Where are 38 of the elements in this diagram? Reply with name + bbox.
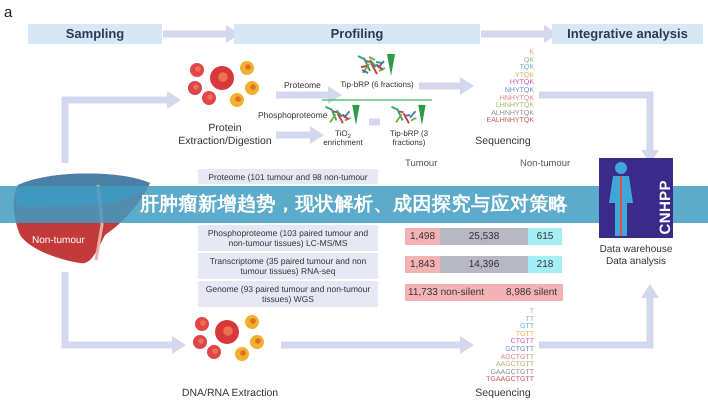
step-caption: Tip-bRP (6 fractions) — [340, 80, 414, 89]
flow-arrow — [62, 272, 186, 354]
flow-arrow — [539, 284, 659, 348]
count-label: 8,986 silent — [506, 286, 558, 299]
edge-label: Phosphoproteome — [256, 110, 330, 120]
edge-label: Proteome — [282, 80, 323, 90]
flow-arrow — [276, 126, 324, 144]
column-header: Tumour — [405, 157, 438, 171]
column-header: Non-tumour — [520, 157, 570, 171]
step-caption: Sequencing — [475, 387, 531, 400]
count-cell: 14,396 — [440, 256, 528, 273]
flow-arrow — [419, 77, 474, 95]
count-label: 11,733 non-silent — [408, 286, 484, 299]
stage-header-bar: Sampling — [28, 24, 162, 44]
dataset-box: Transcriptome (35 paired tumour and non tumour tissues) RNA-seq — [198, 253, 378, 279]
stage-header-bar: Integrative analysis — [552, 24, 703, 44]
step-caption: Tip-bRP (3 fractions) — [388, 129, 430, 147]
dataset-box: Proteome (101 tumour and 98 non-tumour — [198, 169, 378, 184]
count-cell: 615 — [528, 228, 562, 245]
stage-header-bar: Profiling — [234, 24, 480, 44]
count-cell: 1,498 — [405, 228, 440, 245]
step-caption: TiO$_{2}$ enrichment — [322, 129, 364, 147]
count-cell: 25,538 — [440, 228, 528, 245]
count-cell: 218 — [528, 256, 562, 273]
step-caption: Protein Extraction/Digestion — [177, 122, 273, 148]
project-name: CNHPP — [656, 180, 673, 234]
flow-arrow — [276, 86, 342, 104]
step-caption: Sequencing — [475, 135, 531, 148]
region-label: Non-tumour — [32, 234, 85, 248]
count-cell: 1,843 — [405, 256, 440, 273]
flow-arrow — [62, 91, 181, 163]
step-caption: DNA/RNA Extraction — [182, 387, 278, 400]
dataset-box: Genome (93 paired tumour and non-tumour tissues) WGS — [198, 281, 378, 307]
flow-arrow — [281, 336, 474, 354]
step-caption: Data warehouse Data analysis — [598, 244, 674, 268]
dataset-box: Phosphoproteome (103 paired tumour and non-tumour tissues) LC-MS/MS — [198, 225, 378, 251]
panel-letter: a — [4, 3, 12, 23]
title: 肝肿瘤新增趋势，现状解析、成因探究与应对策略 — [140, 192, 568, 218]
